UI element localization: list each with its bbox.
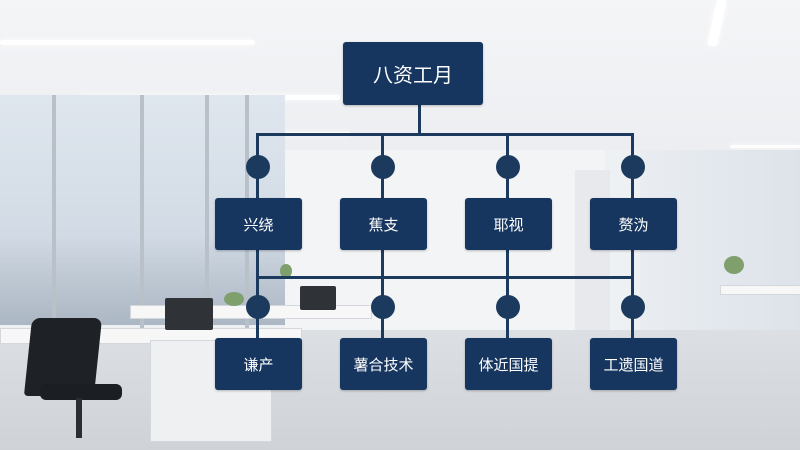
connector-line: [258, 133, 634, 136]
monitor: [300, 286, 336, 310]
connector-node-dot: [371, 155, 395, 179]
org-department-label: 蕉支: [368, 215, 399, 234]
org-department-label: 耶视: [493, 215, 524, 234]
ceiling-light: [730, 145, 800, 148]
org-unit-label: 工遗国道: [603, 355, 664, 374]
connector-node-dot: [246, 295, 270, 319]
org-unit-box: 谦产: [215, 338, 302, 390]
org-department-box: 蕉支: [340, 198, 427, 250]
org-department-box: 耶视: [465, 198, 552, 250]
desk: [720, 285, 800, 295]
plant: [724, 256, 744, 274]
connector-line: [381, 133, 384, 383]
org-unit-box: 工遗国道: [590, 338, 677, 390]
org-unit-label: 薯合技术: [353, 355, 414, 374]
connector-node-dot: [621, 155, 645, 179]
ceiling-light: [0, 40, 255, 45]
org-department-label: 兴绕: [243, 215, 274, 234]
org-root-box: 八资工月: [343, 42, 483, 105]
connector-line: [506, 133, 509, 383]
office-chair-leg: [76, 398, 82, 438]
org-unit-label: 谦产: [243, 355, 274, 374]
window-mullion: [205, 95, 209, 335]
glass-partition: [640, 150, 800, 350]
plant: [224, 292, 244, 306]
org-department-label: 赘沩: [618, 215, 649, 234]
org-unit-box: 薯合技术: [340, 338, 427, 390]
monitor: [165, 298, 213, 330]
office-chair-seat: [40, 384, 122, 400]
org-department-box: 兴绕: [215, 198, 302, 250]
connector-line: [258, 276, 634, 279]
connector-node-dot: [621, 295, 645, 319]
connector-node-dot: [246, 155, 270, 179]
window-mullion: [140, 95, 144, 335]
org-department-box: 赘沩: [590, 198, 677, 250]
connector-line: [418, 105, 421, 135]
connector-node-dot: [496, 295, 520, 319]
connector-node-dot: [496, 155, 520, 179]
org-unit-label: 体近国提: [478, 355, 539, 374]
connector-line: [631, 133, 634, 383]
connector-node-dot: [371, 295, 395, 319]
org-unit-box: 体近国提: [465, 338, 552, 390]
window-mullion: [52, 95, 56, 335]
plant: [280, 264, 292, 278]
org-root-label: 八资工月: [373, 63, 453, 87]
connector-line: [256, 133, 259, 383]
